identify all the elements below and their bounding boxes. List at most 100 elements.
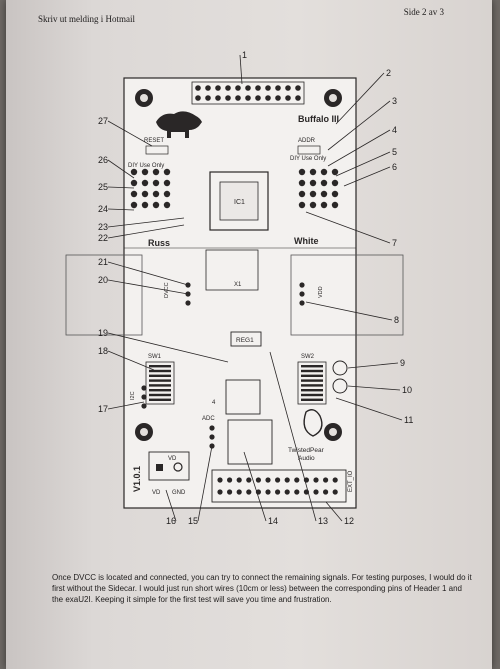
header-pin <box>225 95 231 101</box>
callout-line-14 <box>243 451 267 522</box>
callout-line-20 <box>107 279 189 295</box>
callout-16: 16 <box>166 516 176 526</box>
buffalo-logo <box>156 111 202 138</box>
right-pin-block <box>298 168 339 209</box>
dip-key <box>301 374 323 377</box>
document-page: Side 2 av 3 Skriv ut melding i Hotmail B… <box>6 0 492 669</box>
ext-pin <box>332 477 338 483</box>
ext-pin <box>313 489 319 495</box>
dip-key <box>149 369 171 373</box>
header-pin <box>255 95 261 101</box>
diy-right: DIY Use Only <box>290 156 326 162</box>
dip-key <box>149 365 171 368</box>
header-pin <box>215 95 221 101</box>
lower-chip <box>225 379 261 415</box>
ext-pin <box>323 477 329 483</box>
led-10 <box>332 378 348 394</box>
mounting-holes <box>135 89 342 441</box>
pin <box>130 201 138 209</box>
ext-pin <box>236 477 242 483</box>
ext-pin <box>275 489 281 495</box>
ext-pin <box>236 489 242 495</box>
document-title: Skriv ut melding i Hotmail <box>38 14 135 24</box>
callout-22: 22 <box>98 233 108 243</box>
ext-pin <box>217 477 223 483</box>
callout-7: 7 <box>392 238 397 248</box>
header-pin <box>235 85 241 91</box>
pin <box>163 168 171 176</box>
ic8-chip <box>227 419 273 465</box>
dip-key <box>149 384 171 387</box>
ext-pin <box>227 489 233 495</box>
x1-label: X1 <box>234 282 242 288</box>
sw1-switch: SW1 <box>145 354 175 405</box>
vd-terminal: VD VD GND <box>148 451 190 496</box>
ext-pin <box>227 477 233 483</box>
header-pin <box>195 85 201 91</box>
vdd-header <box>299 282 305 306</box>
callout-21: 21 <box>98 257 108 267</box>
header-pin <box>275 95 281 101</box>
diy-left: DIY Use Only <box>128 163 164 169</box>
x1-oscillator: X1 <box>205 249 259 291</box>
header-1 <box>191 81 305 105</box>
ic1-label: IC1 <box>234 199 245 206</box>
dip-key <box>301 389 323 392</box>
adc-header <box>209 425 215 449</box>
twistedpear-logo: TwistedPear Audio <box>288 409 325 462</box>
callout-line-27 <box>107 120 153 147</box>
maker-label: TwistedPear <box>288 447 325 454</box>
callout-4: 4 <box>392 125 397 135</box>
pin <box>298 190 306 198</box>
callout-line-4 <box>327 129 391 167</box>
ext-pin <box>246 477 252 483</box>
addr-label: ADDR <box>298 138 316 144</box>
dip-key <box>149 374 171 377</box>
header-pin <box>235 95 241 101</box>
header-pin <box>245 95 251 101</box>
header-pin <box>265 95 271 101</box>
white-label: White <box>294 236 319 246</box>
left-pin-block <box>130 168 171 209</box>
i2c-header <box>141 385 147 409</box>
ext-pin <box>332 489 338 495</box>
version-label: V1.0.1 <box>132 466 142 492</box>
callout-18: 18 <box>98 346 108 356</box>
header-pin <box>275 85 281 91</box>
callout-26: 26 <box>98 155 108 165</box>
callout-line-6 <box>343 166 391 187</box>
callout-6: 6 <box>392 162 397 172</box>
ext-pin <box>284 477 290 483</box>
sw2-label: SW2 <box>301 354 315 360</box>
callout-10: 10 <box>402 385 412 395</box>
pin <box>320 168 328 176</box>
pin <box>141 190 149 198</box>
i2c-label: I2C <box>130 391 136 400</box>
callout-12: 12 <box>344 516 354 526</box>
pin <box>130 168 138 176</box>
pin <box>298 201 306 209</box>
ext-pin <box>217 489 223 495</box>
dip-key <box>301 369 323 373</box>
adc-label: ADC <box>202 416 215 422</box>
callout-line-11 <box>335 397 403 421</box>
reg1-label: REG1 <box>236 337 254 344</box>
ext-pin <box>313 477 319 483</box>
dip-key <box>301 393 323 397</box>
ext-pin <box>294 477 300 483</box>
ext-pin <box>294 489 300 495</box>
header-pin <box>225 85 231 91</box>
maker-label-2: Audio <box>298 455 315 462</box>
pin <box>152 190 160 198</box>
dip-key <box>301 379 323 382</box>
ext-pin <box>275 477 281 483</box>
vdd-label: VDD <box>318 286 324 298</box>
pin <box>298 179 306 187</box>
dip-key <box>301 365 323 368</box>
callout-1: 1 <box>242 50 247 60</box>
pin <box>152 201 160 209</box>
pin <box>331 179 339 187</box>
pin <box>130 179 138 187</box>
header-pin <box>265 85 271 91</box>
header-pin <box>215 85 221 91</box>
